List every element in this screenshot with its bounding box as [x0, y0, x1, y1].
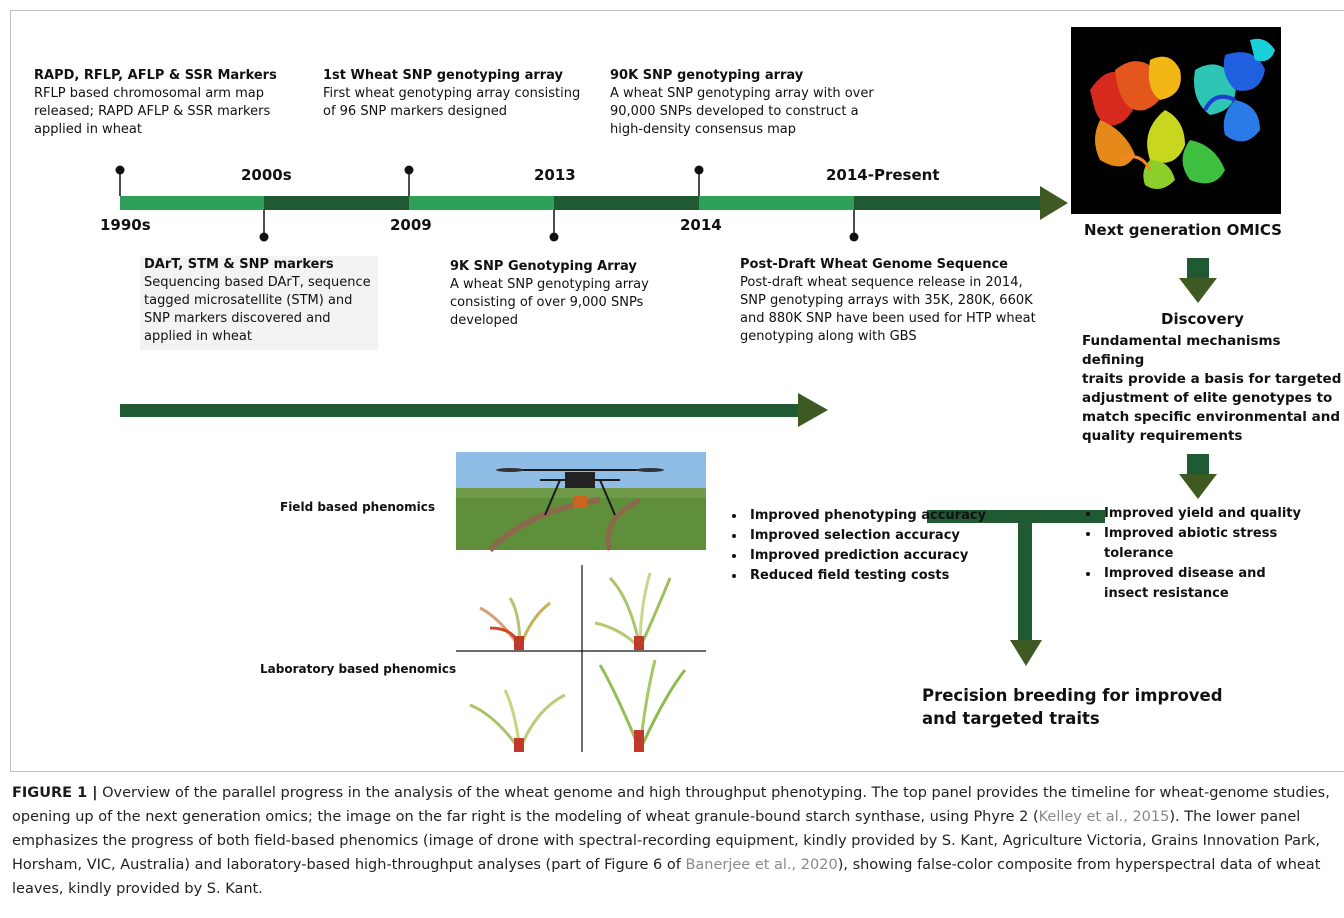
outcome-item: Improved disease and insect resistance — [1100, 564, 1310, 604]
timeline-segment-1990s — [120, 196, 264, 210]
t-connector-bar — [927, 510, 1105, 523]
event-bottom-2-title: 9K SNP Genotyping Array — [450, 259, 637, 274]
figure-frame — [10, 10, 1344, 772]
t-connector-arrowhead — [1010, 640, 1042, 666]
event-top-2-text: First wheat genotyping array consisting … — [323, 86, 581, 119]
down-arrow-1-head — [1179, 278, 1217, 303]
year-label-2009: 2009 — [390, 216, 432, 234]
caption-text-1: Overview of the parallel progress in the… — [12, 785, 1330, 825]
omics-label: Next generation OMICS — [1084, 221, 1282, 239]
event-bottom-1-text: Sequencing based DArT, sequence tagged m… — [144, 275, 371, 344]
caption-text-2: ). The lower panel emphasizes the progre… — [12, 809, 1320, 873]
down-arrow-2-head — [1179, 474, 1217, 499]
benefit-item: Reduced field testing costs — [746, 566, 1006, 586]
pin-dot-2013 — [549, 232, 559, 242]
timeline-segment-2009 — [409, 196, 554, 210]
phenomics-arrowhead — [798, 393, 828, 427]
t-connector-stem — [1018, 523, 1032, 641]
event-top-3: 90K SNP genotyping array A wheat SNP gen… — [610, 67, 874, 139]
caption-text-3: ), showing false-color composite from hy… — [12, 857, 1321, 897]
year-label-1990s: 1990s — [100, 216, 151, 234]
discovery-title: Discovery — [1161, 310, 1244, 328]
timeline-arrowhead — [1040, 186, 1068, 220]
timeline-segment-2000s — [264, 196, 409, 210]
event-bottom-3: Post-Draft Wheat Genome Sequence Post-dr… — [740, 256, 1036, 346]
benefit-item: Improved prediction accuracy — [746, 546, 1006, 566]
pin-dot-2000s — [259, 232, 269, 242]
event-top-1-text: RFLP based chromosomal arm map released;… — [34, 86, 271, 137]
caption-ref-banerjee[interactable]: Banerjee et al., 2020 — [685, 857, 838, 873]
event-bottom-1: DArT, STM & SNP markers Sequencing based… — [140, 256, 378, 350]
outcomes-list: Improved yield and quality Improved abio… — [1082, 504, 1310, 604]
timeline-pins-down — [263, 210, 855, 237]
figure-caption: FIGURE 1 | Overview of the parallel prog… — [12, 781, 1332, 901]
pin-dot-2014 — [694, 165, 704, 175]
event-top-2: 1st Wheat SNP genotyping array First whe… — [323, 67, 580, 121]
pin-dot-1990s — [115, 165, 125, 175]
lab-hyperspectral-images — [456, 565, 706, 752]
down-arrow-2-shaft — [1187, 454, 1209, 474]
event-bottom-2: 9K SNP Genotyping Array A wheat SNP geno… — [450, 258, 649, 330]
field-phenomics-label: Field based phenomics — [280, 500, 435, 514]
timeline-segment-2013 — [554, 196, 699, 210]
timeline-segment-2014 — [699, 196, 854, 210]
discovery-text: Fundamental mechanisms defining traits p… — [1082, 333, 1342, 444]
year-label-2013: 2013 — [534, 166, 576, 184]
year-label-2014: 2014 — [680, 216, 722, 234]
protein-structure-image — [1071, 27, 1281, 214]
pin-dot-2009 — [404, 165, 414, 175]
event-top-1-title: RAPD, RFLP, AFLP & SSR Markers — [34, 68, 277, 83]
benefit-item: Improved phenotyping accuracy — [746, 506, 1006, 526]
caption-figure-label: FIGURE 1 | — [12, 785, 98, 801]
year-label-2000s: 2000s — [241, 166, 292, 184]
event-top-1: RAPD, RFLP, AFLP & SSR Markers RFLP base… — [34, 67, 277, 139]
event-top-2-title: 1st Wheat SNP genotyping array — [323, 68, 564, 83]
benefits-list: Improved phenotyping accuracy Improved s… — [728, 506, 1006, 586]
timeline-segment-present — [854, 196, 1044, 210]
pin-dot-present — [849, 232, 859, 242]
lab-phenomics-label: Laboratory based phenomics — [260, 662, 457, 676]
outcome-item: Improved abiotic stress tolerance — [1100, 524, 1310, 564]
field-drone-photo — [456, 452, 706, 553]
event-top-3-text: A wheat SNP genotyping array with over 9… — [610, 86, 874, 137]
outcome-item: Improved yield and quality — [1100, 504, 1310, 524]
event-top-3-title: 90K SNP genotyping array — [610, 68, 804, 83]
phenomics-arrow-shaft — [120, 404, 800, 417]
precision-breeding-label: Precision breeding for improved and targ… — [922, 686, 1223, 728]
event-bottom-2-text: A wheat SNP genotyping array consisting … — [450, 277, 649, 328]
benefit-item: Improved selection accuracy — [746, 526, 1006, 546]
event-bottom-1-title: DArT, STM & SNP markers — [144, 257, 334, 272]
down-arrow-1-shaft — [1187, 258, 1209, 278]
event-bottom-3-title: Post-Draft Wheat Genome Sequence — [740, 257, 1008, 272]
year-label-2014-present: 2014-Present — [826, 166, 940, 184]
event-bottom-3-text: Post-draft wheat sequence release in 201… — [740, 275, 1036, 344]
caption-ref-kelley[interactable]: Kelley et al., 2015 — [1038, 809, 1170, 825]
